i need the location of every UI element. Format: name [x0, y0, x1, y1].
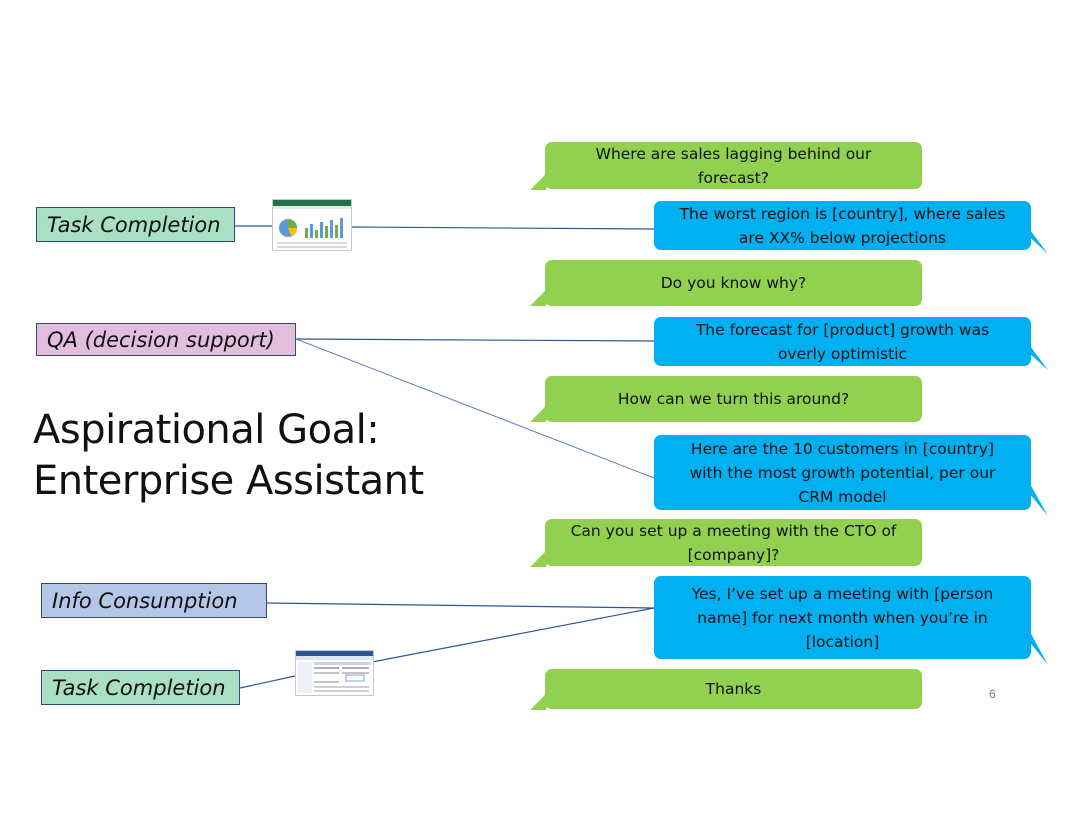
assistant-message-bubble: Here are the 10 customers in [country] w…: [654, 435, 1031, 510]
bubble-text-line: [location]: [805, 632, 880, 651]
connector-line: [295, 338, 655, 342]
bubble-text-line: How can we turn this around?: [617, 390, 850, 408]
label-text: Task Completion: [52, 675, 226, 700]
bubble-text-line: Do you know why?: [660, 274, 807, 292]
bubble-text-line: [company]?: [687, 545, 780, 564]
label-text: Info Consumption: [52, 588, 238, 613]
bubble-text-line: Here are the 10 customers in [country]: [690, 439, 995, 458]
bubble-text-line: with the most growth potential, per our: [689, 463, 996, 482]
task-completion-label-top: Task Completion: [36, 207, 235, 242]
user-message-bubble: How can we turn this around?: [545, 376, 922, 422]
bubble-text-line: The forecast for [product] growth was: [695, 320, 990, 339]
bubble-text-line: Yes, I’ve set up a meeting with [person: [691, 584, 994, 603]
connector-line: [295, 338, 655, 479]
user-message-bubble: Thanks: [545, 669, 922, 709]
bubble-text-line: overly optimistic: [777, 344, 908, 363]
bubble-text-line: CRM model: [798, 487, 887, 506]
bubble-text-line: Can you set up a meeting with the CTO of: [570, 521, 897, 540]
connector-line: [349, 226, 655, 230]
form-thumbnail-image: [295, 650, 374, 696]
assistant-message-bubble: The forecast for [product] growth was ov…: [654, 317, 1031, 366]
user-message-bubble: Can you set up a meeting with the CTO of…: [545, 519, 922, 566]
spreadsheet-chart-icon: [273, 200, 351, 248]
slide-title: Aspirational Goal: Enterprise Assistant: [33, 405, 424, 507]
connector-line: [266, 602, 655, 609]
assistant-message-bubble: The worst region is [country], where sal…: [654, 201, 1031, 250]
calendar-form-icon: [296, 651, 373, 693]
bubble-text-line: The worst region is [country], where sal…: [679, 204, 1006, 223]
title-line-1: Aspirational Goal:: [33, 407, 380, 453]
label-text: Task Completion: [47, 212, 221, 237]
page-number: 6: [989, 687, 996, 701]
user-message-bubble: Do you know why?: [545, 260, 922, 306]
spreadsheet-thumbnail-image: [272, 199, 352, 251]
qa-decision-support-label: QA (decision support): [36, 323, 296, 356]
connector-line: [239, 675, 296, 689]
task-completion-label-bottom: Task Completion: [41, 670, 240, 705]
bubble-text-line: name] for next month when you’re in: [697, 608, 988, 627]
bubble-text-line: forecast?: [698, 168, 769, 187]
bubble-text-line: are XX% below projections: [738, 228, 947, 247]
assistant-message-bubble: Yes, I’ve set up a meeting with [person …: [654, 576, 1031, 659]
label-text: QA (decision support): [47, 327, 275, 352]
info-consumption-label: Info Consumption: [41, 583, 267, 618]
title-line-2: Enterprise Assistant: [33, 458, 424, 504]
connector-line: [371, 607, 655, 663]
bubble-text-line: Thanks: [705, 680, 762, 698]
user-message-bubble: Where are sales lagging behind our forec…: [545, 142, 922, 189]
bubble-text-line: Where are sales lagging behind our: [595, 144, 872, 163]
